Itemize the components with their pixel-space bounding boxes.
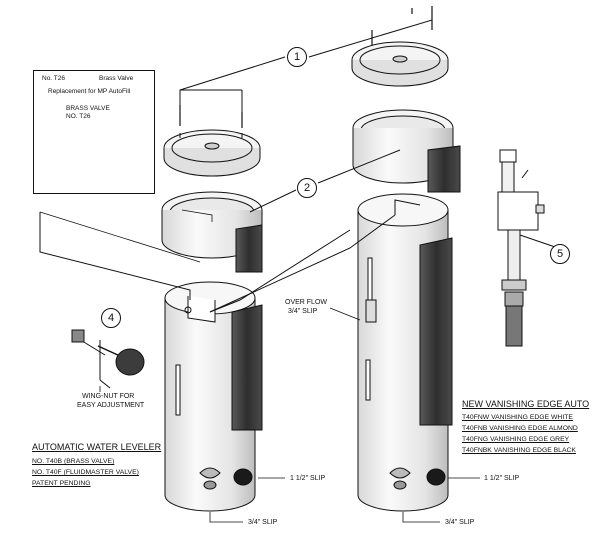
callout-1: 1	[287, 47, 307, 67]
inset-part-name: Brass Valve	[99, 75, 134, 82]
collar-left	[161, 191, 263, 273]
right-product-line-2: T40FNB VANISHING EDGE ALMOND	[462, 425, 578, 432]
lid-right	[351, 41, 449, 87]
inset-valve-label-2: NO. T26	[66, 113, 91, 120]
label-leaders	[99, 307, 480, 523]
collar-right	[352, 109, 461, 193]
overflow-label-2: 3/4" SLIP	[288, 308, 318, 315]
lid-left	[163, 129, 261, 177]
left-product-line-1: NO. T40B (BRASS VALVE)	[32, 458, 115, 465]
slip-left-top: 1 1/2" SLIP	[290, 475, 326, 482]
left-product-title: AUTOMATIC WATER LEVELER	[32, 442, 162, 452]
wing-nut-label-1: WING-NUT FOR	[82, 393, 135, 400]
left-product-line-2: NO. T40F (FLUIDMASTER VALVE)	[32, 469, 139, 476]
body-left	[164, 281, 263, 512]
right-product-line-1: T40FNW VANISHING EDGE WHITE	[462, 414, 573, 421]
right-product-title: NEW VANISHING EDGE AUTO	[462, 399, 590, 409]
right-product-line-4: T40FNBK VANISHING EDGE BLACK	[462, 447, 576, 454]
inset-part-number: No. T26	[42, 75, 66, 82]
callout-4: 4	[101, 308, 121, 328]
callout-2-leaders	[249, 149, 401, 213]
slip-left-bottom: 3/4" SLIP	[248, 519, 278, 526]
assembly-lines	[39, 211, 396, 313]
right-product-line-3: T40FNG VANISHING EDGE GREY	[462, 436, 570, 443]
callout-2: 2	[297, 178, 317, 198]
left-product-line-3: PATENT PENDING	[32, 480, 91, 487]
replacement-valve-inset: No. T26 Brass Valve Replacement for MP A…	[33, 70, 155, 194]
overflow-label-1: OVER FLOW	[285, 299, 328, 306]
fill-valve-5	[497, 149, 559, 347]
slip-right-top: 1 1/2" SLIP	[484, 475, 520, 482]
float-valve	[71, 329, 145, 389]
inset-replacement: Replacement for MP AutoFill	[48, 88, 131, 95]
callout-5: 5	[550, 244, 570, 264]
inset-valve-label-1: BRASS VALVE	[66, 105, 110, 112]
slip-right-bottom: 3/4" SLIP	[445, 519, 475, 526]
wing-nut-label-2: EASY ADJUSTMENT	[77, 402, 145, 409]
body-right	[357, 193, 453, 512]
